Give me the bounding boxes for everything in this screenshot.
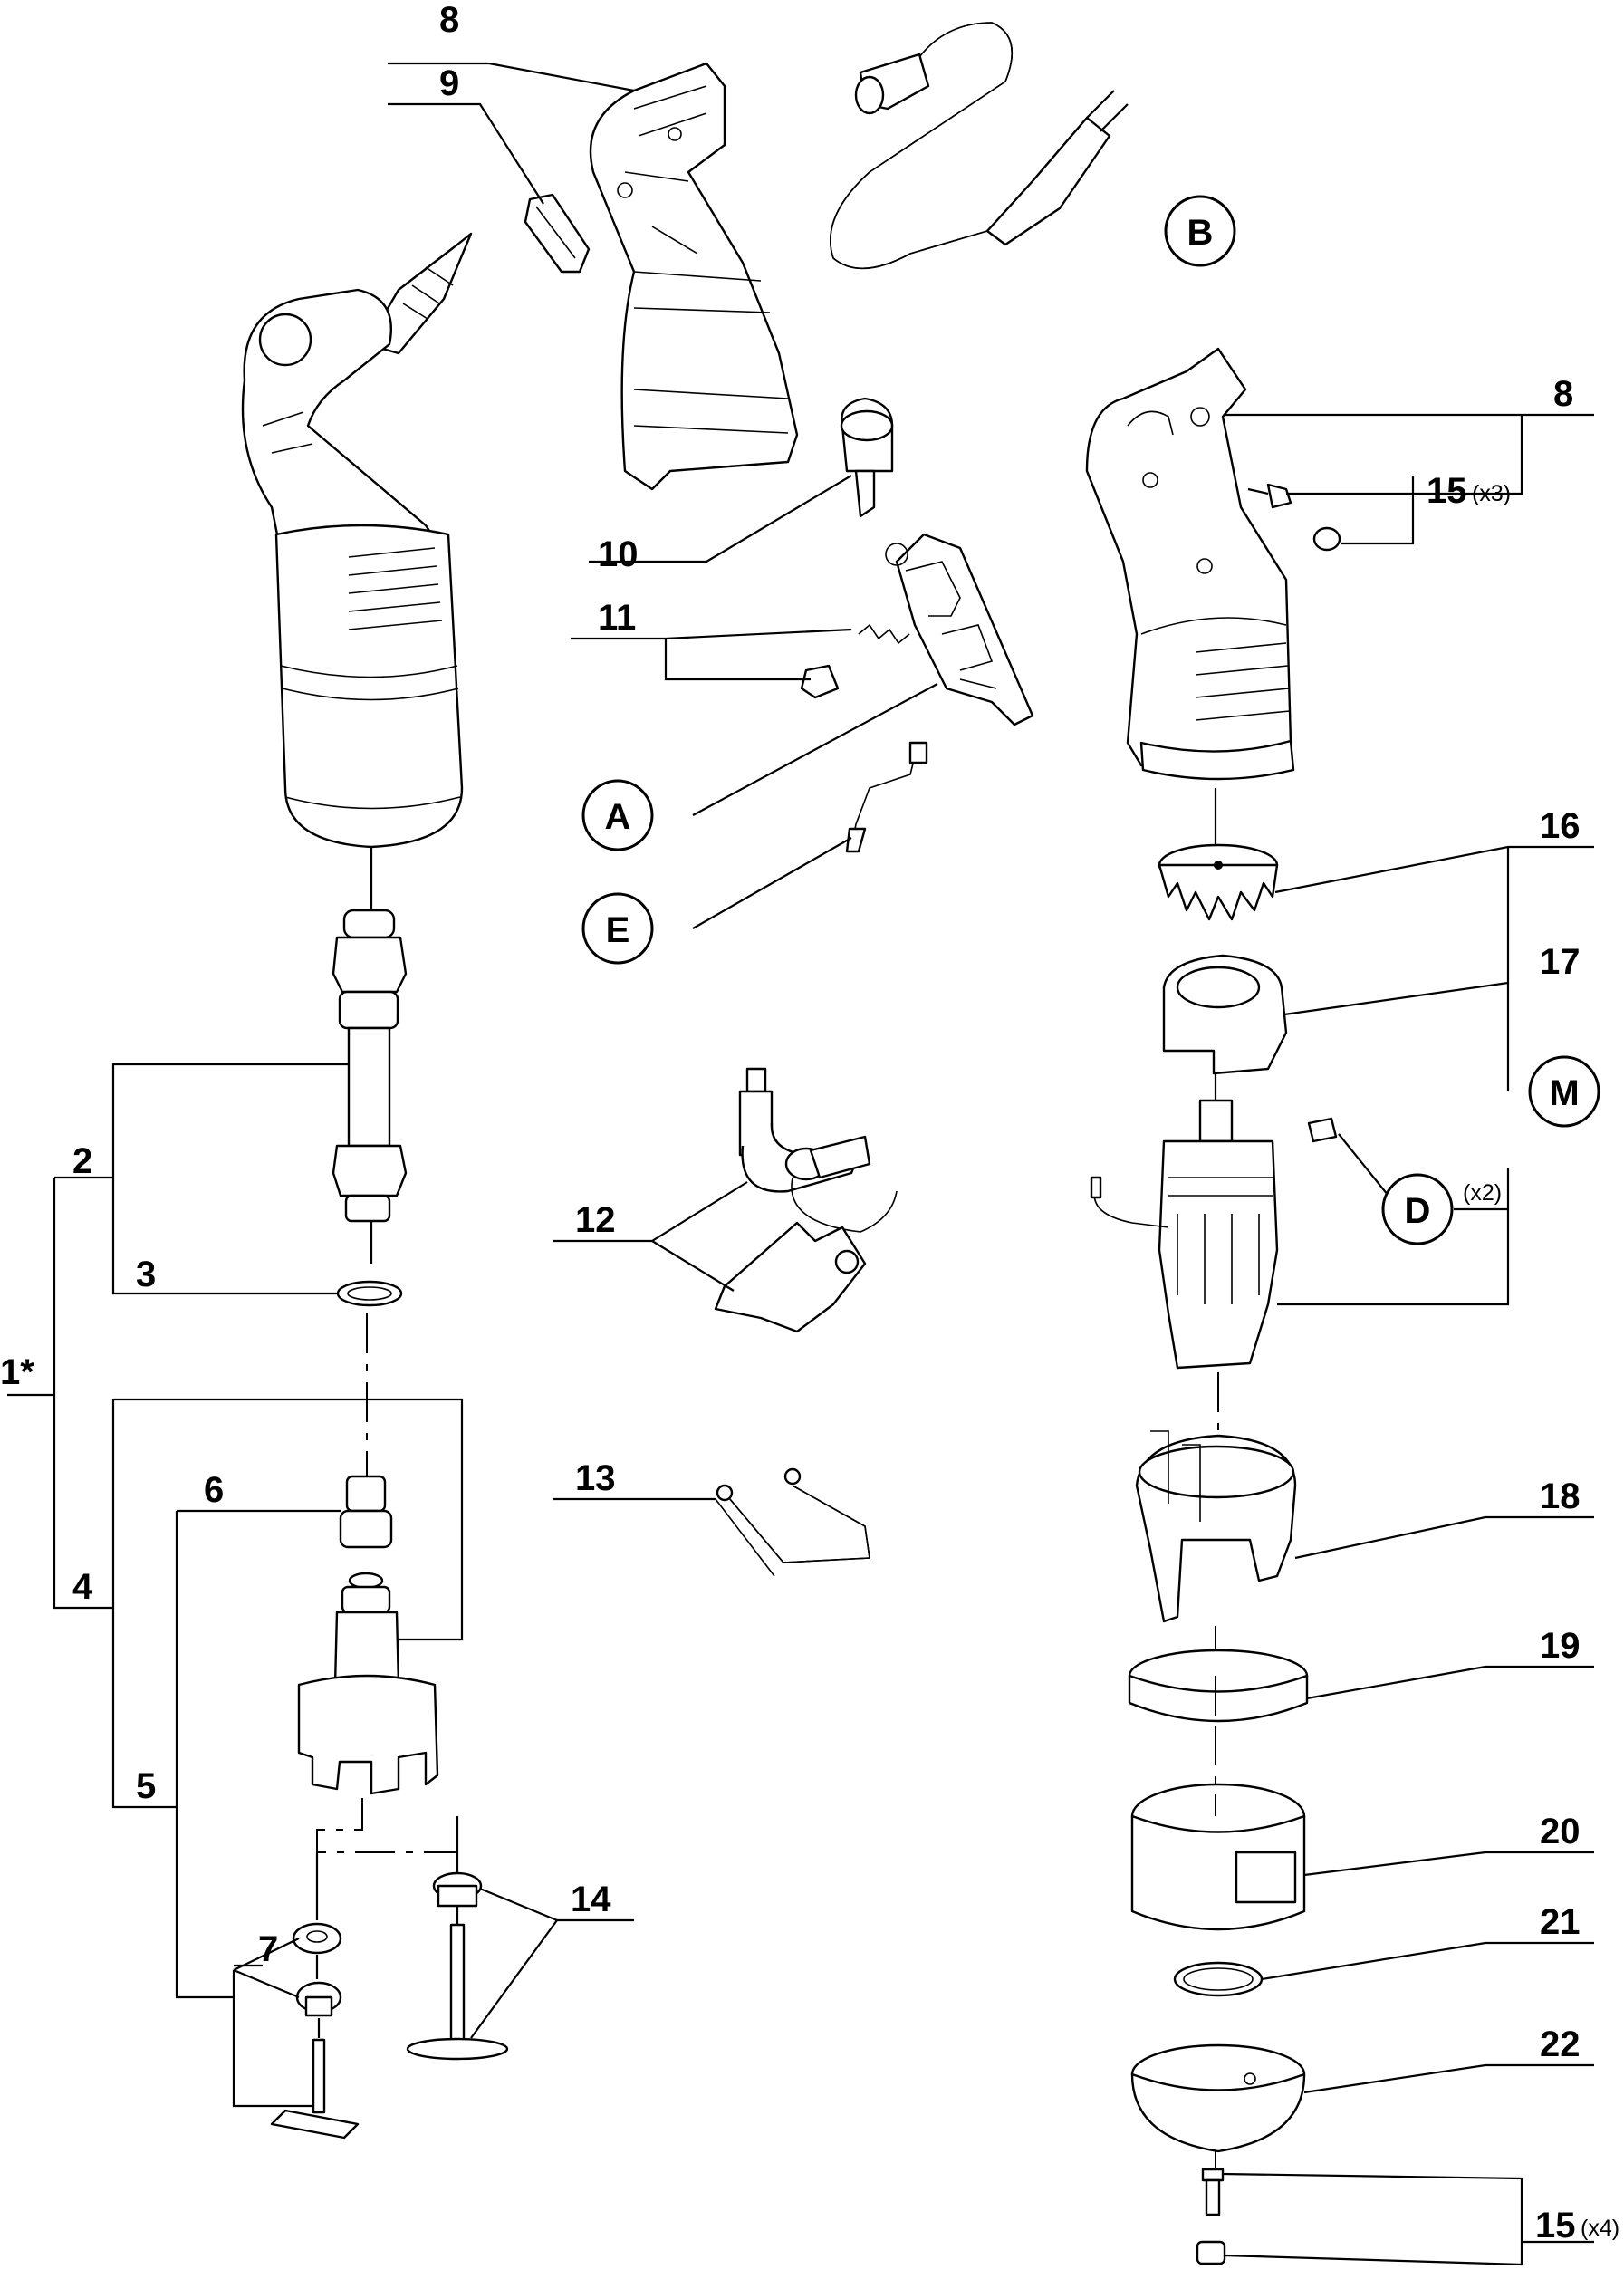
label-4: 4 <box>72 1567 93 1607</box>
label-2: 2 <box>72 1141 92 1181</box>
callout-A: A <box>581 779 654 851</box>
fan-part-16 <box>1158 843 1279 921</box>
band-part-19 <box>1128 1649 1309 1726</box>
handle-housing-right-part-8 <box>1085 347 1295 781</box>
label-11: 11 <box>598 598 636 638</box>
qty-15-x4: (x4) <box>1581 2216 1619 2241</box>
callout-M: M <box>1528 1055 1600 1128</box>
power-cord-B <box>830 22 1129 270</box>
label-20: 20 <box>1540 1812 1581 1851</box>
label-16: 16 <box>1540 806 1581 846</box>
label-1: 1* <box>0 1352 34 1392</box>
svg-text:B: B <box>1187 213 1214 253</box>
label-8-right: 8 <box>1553 374 1573 414</box>
callout-D: D <box>1381 1173 1454 1245</box>
label-7: 7 <box>258 1929 278 1969</box>
label-12: 12 <box>575 1200 616 1240</box>
coupling-part-6 <box>339 1475 393 1590</box>
label-22: 22 <box>1540 2024 1581 2064</box>
bracket-part-13 <box>715 1467 870 1577</box>
label-17: 17 <box>1540 942 1581 982</box>
label-13: 13 <box>575 1458 616 1498</box>
shaft-tube-part-2 <box>332 847 408 1264</box>
screw-and-plug-part-15 <box>1247 483 1341 552</box>
callout-E: E <box>581 892 654 965</box>
circuit-board-A <box>885 533 1034 726</box>
label-14: 14 <box>571 1880 611 1919</box>
bearing-shaft-part-14 <box>406 1816 509 2061</box>
wire-E <box>845 741 928 853</box>
spring-and-button-part-11 <box>800 623 910 699</box>
motor-cover-part-20 <box>1130 1726 1306 1931</box>
svg-text:D: D <box>1405 1191 1431 1231</box>
label-5: 5 <box>136 1766 156 1806</box>
assembled-mixer-motor-housing <box>241 232 473 849</box>
handle-shell-part-8 <box>589 62 799 491</box>
switch-part-9 <box>524 193 591 274</box>
label-15-bottom: 15 <box>1535 2206 1576 2245</box>
svg-text:E: E <box>606 910 630 950</box>
label-3: 3 <box>136 1255 156 1294</box>
right-leader-lines <box>1222 413 1594 2266</box>
tube-part-12 <box>714 1067 898 1333</box>
left-bracket-lines <box>7 1063 464 2108</box>
label-21: 21 <box>1540 1902 1581 1942</box>
blade-bell-part-4 <box>297 1585 439 1795</box>
svg-text:A: A <box>605 797 631 837</box>
label-19: 19 <box>1540 1626 1581 1666</box>
middle-leader-lines <box>388 62 938 2039</box>
label-6: 6 <box>204 1470 224 1510</box>
label-15-right: 15 <box>1427 471 1467 511</box>
knob-part-10 <box>840 397 894 518</box>
blade-bearings-part-7 <box>270 1852 360 2140</box>
label-18: 18 <box>1540 1476 1581 1516</box>
screw-and-nut-part-15b <box>1196 2168 1226 2265</box>
qty-D-x2: (x2) <box>1463 1180 1502 1206</box>
label-10: 10 <box>598 534 639 574</box>
callout-B: B <box>1164 195 1236 267</box>
ring-holder-part-18 <box>1135 1430 1297 1623</box>
label-9: 9 <box>439 63 459 103</box>
qty-15-x3: (x3) <box>1472 481 1511 506</box>
svg-text:M: M <box>1549 1073 1579 1113</box>
motor-part-M <box>1090 1073 1338 1370</box>
base-cap-part-22 <box>1130 2043 1306 2192</box>
label-8-top: 8 <box>439 0 459 40</box>
fan-housing-part-17 <box>1162 954 1288 1075</box>
